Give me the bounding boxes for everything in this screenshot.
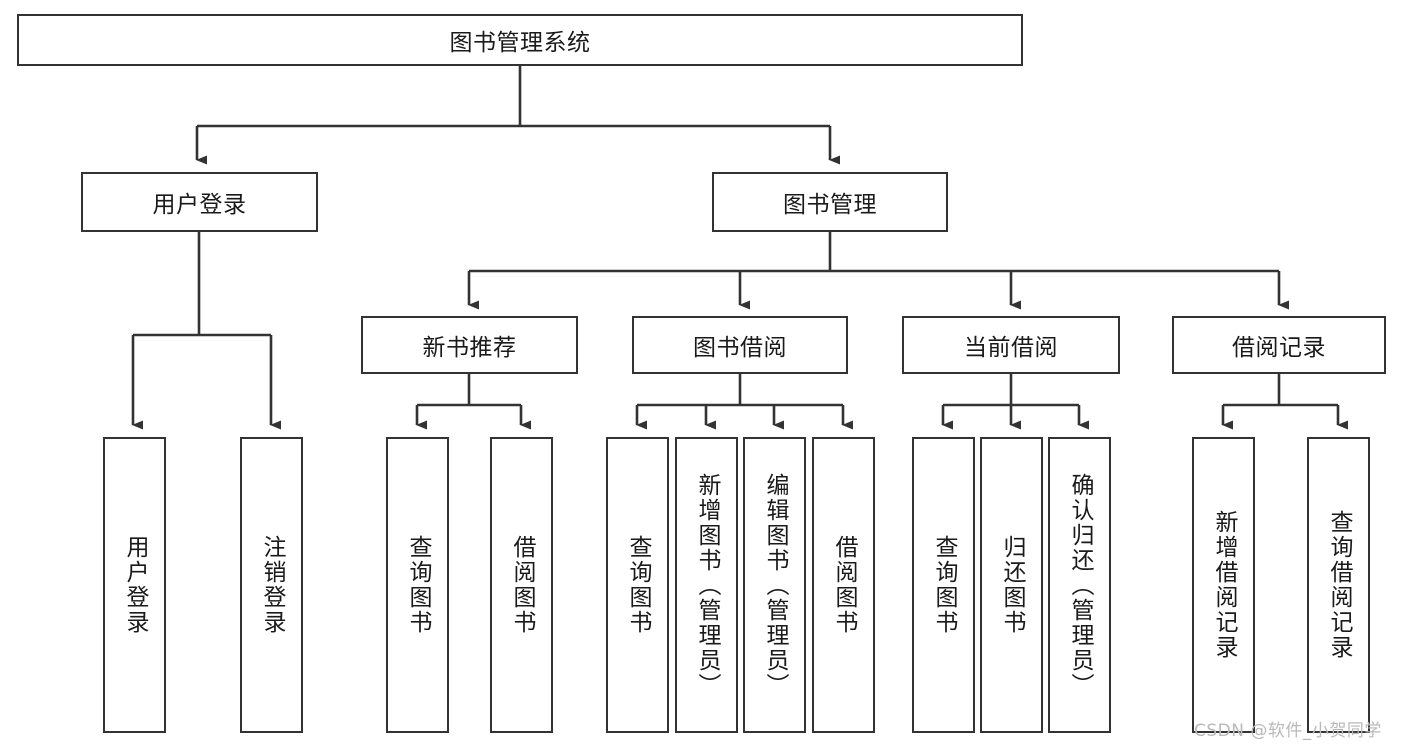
leaf-logout[interactable]: 注销登录 [240,437,303,733]
node-label: 新增借阅记录 [1211,510,1237,660]
node-label: 用户登录 [152,192,247,218]
node-current-borrow[interactable]: 当前借阅 [902,316,1120,374]
leaf-query-book-recommend[interactable]: 查询图书 [386,437,449,733]
leaf-add-book-admin[interactable]: 新增图书（管理员） [675,437,738,733]
node-label: 图书管理系统 [449,30,591,56]
node-label: 注销登录 [259,535,285,635]
node-label: 图书借阅 [693,335,787,361]
leaf-edit-book-admin[interactable]: 编辑图书（管理员） [743,437,806,733]
leaf-add-borrow-record[interactable]: 新增借阅记录 [1192,437,1255,733]
node-new-book-recommend[interactable]: 新书推荐 [361,316,578,374]
node-label: 新增图书（管理员） [694,472,720,698]
node-book-borrow[interactable]: 图书借阅 [632,316,848,374]
leaf-borrow-book[interactable]: 借阅图书 [812,437,875,733]
leaf-query-borrow-record[interactable]: 查询借阅记录 [1307,437,1370,733]
node-label: 查询图书 [405,535,431,635]
node-borrow-record[interactable]: 借阅记录 [1172,316,1386,374]
node-book-management[interactable]: 图书管理 [712,172,948,232]
node-label: 借阅图书 [831,535,857,635]
leaf-user-login[interactable]: 用户登录 [103,437,166,733]
csdn-watermark: CSDN @软件_小贺同学 [1194,721,1382,741]
node-label: 查询借阅记录 [1326,510,1352,660]
leaf-query-book-current[interactable]: 查询图书 [912,437,975,733]
node-label: 借阅记录 [1232,335,1326,361]
node-label: 图书管理 [783,192,877,218]
node-label: 归还图书 [999,535,1025,635]
leaf-return-book[interactable]: 归还图书 [980,437,1043,733]
leaf-borrow-book-recommend[interactable]: 借阅图书 [490,437,553,733]
node-label: 当前借阅 [964,335,1058,361]
node-label: 编辑图书（管理员） [762,472,788,698]
node-label: 查询图书 [931,535,957,635]
node-root[interactable]: 图书管理系统 [17,14,1023,66]
node-label: 用户登录 [122,535,148,635]
node-label: 借阅图书 [509,535,535,635]
node-user-login[interactable]: 用户登录 [81,172,318,232]
leaf-confirm-return-admin[interactable]: 确认归还（管理员） [1048,437,1111,733]
node-label: 确认归还（管理员） [1067,472,1093,698]
leaf-query-book-borrow[interactable]: 查询图书 [606,437,669,733]
node-label: 新书推荐 [422,335,517,361]
node-label: 查询图书 [625,535,651,635]
